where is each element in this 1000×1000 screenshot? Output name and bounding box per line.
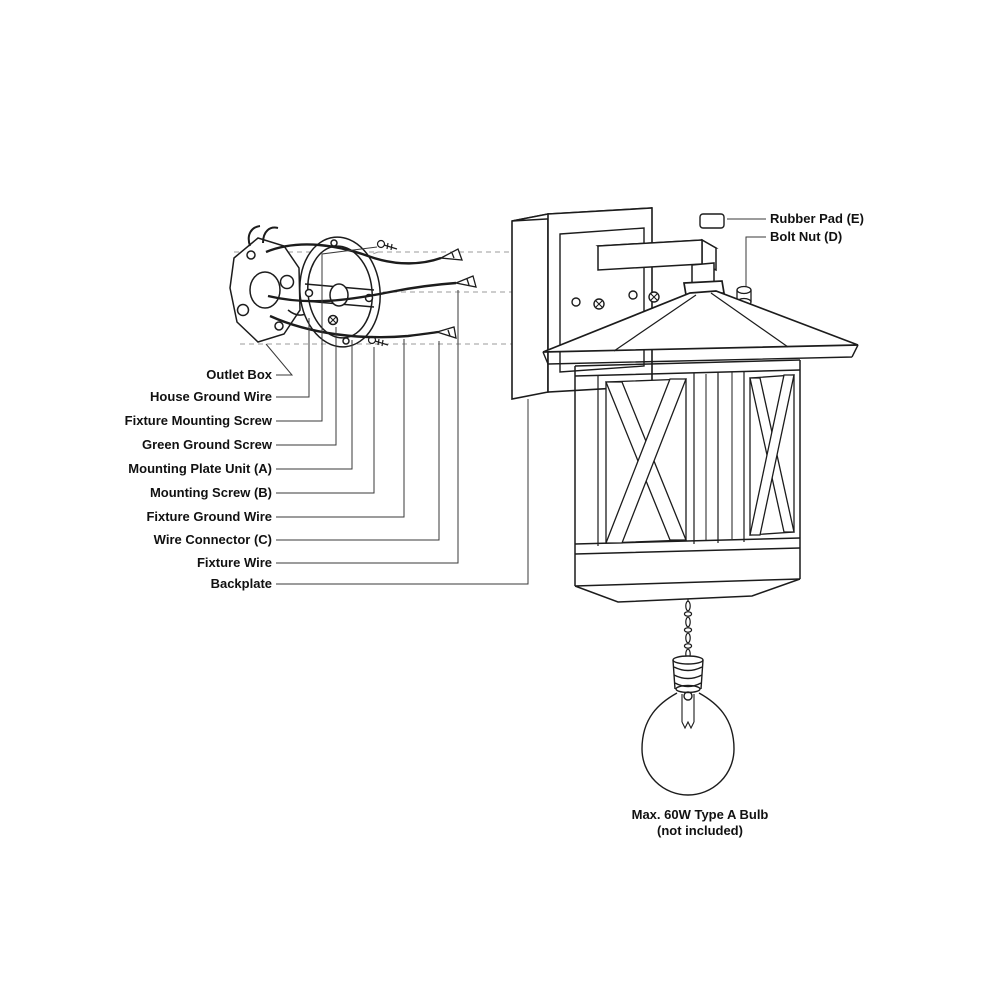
outlet-box-art — [229, 225, 314, 343]
label-mounting-screw: Mounting Screw (B) — [149, 485, 272, 500]
wires-art — [265, 243, 457, 339]
label-rubber-pad: Rubber Pad (E) — [770, 211, 864, 226]
label-house-ground-wire: House Ground Wire — [150, 389, 272, 404]
wire-connectors-art — [434, 248, 477, 339]
bulb-caption-line1: Max. 60W Type A Bulb — [631, 807, 769, 822]
green-ground-screw-art — [327, 314, 339, 326]
lantern-roof-art — [542, 280, 859, 365]
label-bolt-nut: Bolt Nut (D) — [770, 229, 843, 244]
mounting-plate-art — [299, 236, 381, 348]
x-panel-right — [749, 374, 795, 536]
fixture-wire-art — [265, 243, 442, 265]
label-fixture-ground-wire: Fixture Ground Wire — [146, 509, 272, 524]
leader-lines — [265, 218, 766, 585]
filament-art — [681, 720, 695, 730]
label-backplate: Backplate — [210, 576, 272, 591]
label-outlet-box: Outlet Box — [206, 367, 272, 382]
pull-chain-art — [683, 599, 693, 660]
fixture-ground-wire-art — [269, 314, 439, 339]
lantern-body-art — [574, 359, 801, 603]
rubber-pad-art — [699, 213, 725, 229]
label-green-ground-screw: Green Ground Screw — [141, 437, 272, 452]
mounting-arm-art — [595, 238, 719, 295]
fixture-wire-art — [267, 281, 457, 303]
label-wire-connector: Wire Connector (C) — [153, 532, 272, 547]
x-panel-left — [605, 378, 687, 544]
bulb-caption: Max. 60W Type A Bulb (not included) — [632, 807, 769, 839]
bulb-caption-line2: (not included) — [657, 823, 743, 838]
label-fixture-mounting-screw: Fixture Mounting Screw — [124, 413, 272, 428]
bulb-art — [641, 655, 735, 796]
label-fixture-wire: Fixture Wire — [196, 555, 272, 570]
label-mounting-plate-unit: Mounting Plate Unit (A) — [128, 461, 272, 476]
